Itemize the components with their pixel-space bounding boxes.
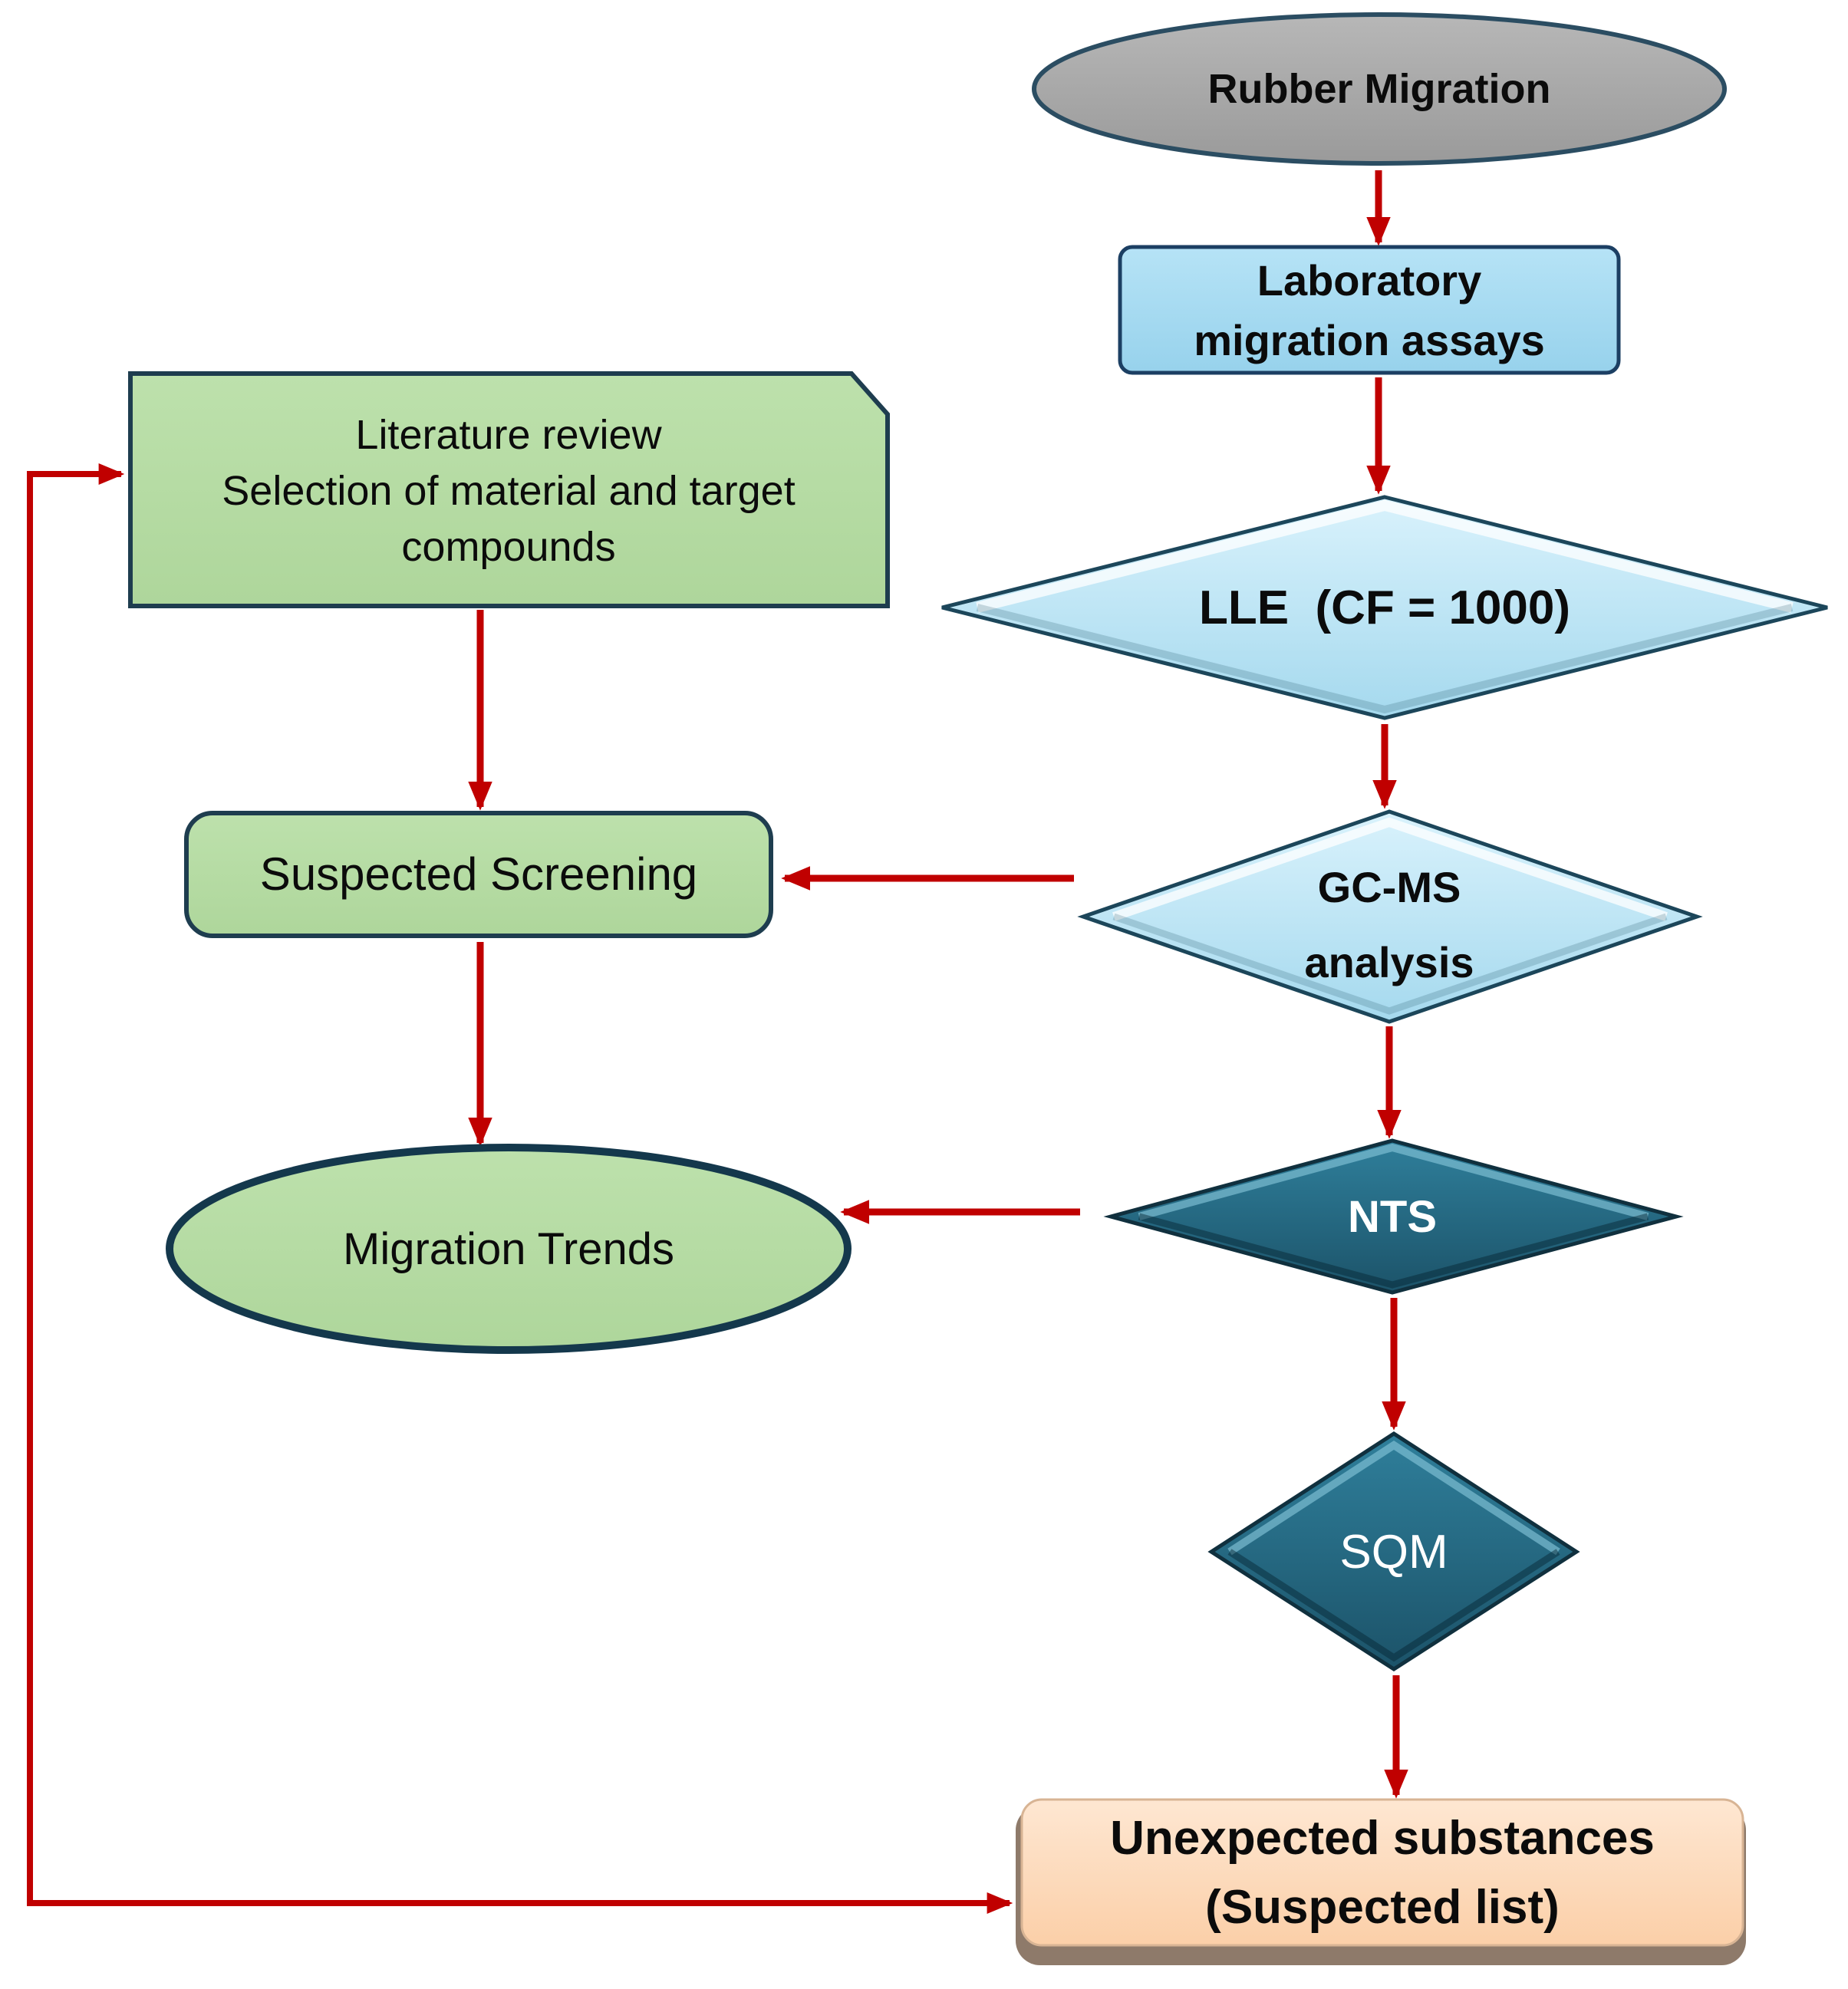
node-literature-review: Literature review Selection of material … (128, 371, 890, 608)
migration-trends-ellipse (166, 1144, 852, 1354)
laboratory-label-line1: Laboratory (1257, 256, 1482, 305)
node-gcms-analysis: GC-MS analysis (1077, 809, 1703, 1024)
nts-label: NTS (1348, 1192, 1437, 1242)
node-unexpected-substances: Unexpected substances (Suspected list) (1016, 1798, 1746, 1965)
nts-diamond (1103, 1138, 1684, 1295)
node-migration-trends: Migration Trends (166, 1144, 852, 1354)
node-lle: LLE (CF = 1000) (941, 495, 1828, 720)
lle-label: LLE (CF = 1000) (1199, 581, 1570, 634)
gcms-bevel-highlight (1112, 817, 1668, 921)
loop-arrow-to-literature (27, 463, 125, 1903)
lle-bevel-highlight (976, 499, 1794, 613)
literature-label-line3: compounds (401, 524, 615, 570)
node-suspected-screening: Suspected Screening (184, 811, 773, 938)
suspected-screening-box (184, 811, 773, 938)
unexpected-box (1020, 1798, 1744, 1947)
laboratory-box (1118, 245, 1621, 375)
nts-bevel-highlight (1138, 1143, 1649, 1220)
lle-diamond (941, 495, 1828, 720)
rubber-migration-label: Rubber Migration (1208, 66, 1551, 112)
suspected-screening-label: Suspected Screening (260, 848, 697, 900)
node-laboratory-migration-assays: Laboratory migration assays (1118, 245, 1621, 375)
sqm-diamond (1207, 1431, 1580, 1671)
gcms-label-line2: analysis (1304, 938, 1474, 986)
sqm-bevel-highlight (1227, 1441, 1560, 1556)
gcms-bevel-shade (1112, 913, 1668, 1015)
gcms-diamond (1077, 809, 1703, 1024)
nts-bevel-shade (1138, 1213, 1649, 1289)
literature-card (128, 371, 890, 608)
node-sqm: SQM (1207, 1431, 1580, 1671)
sqm-label: SQM (1339, 1526, 1448, 1579)
literature-label-line1: Literature review (355, 412, 662, 458)
unexpected-label-line2: (Suspected list) (1205, 1881, 1560, 1934)
sqm-bevel-shade (1227, 1549, 1560, 1662)
lle-bevel-shade (976, 604, 1794, 714)
node-rubber-migration: Rubber Migration (1032, 12, 1727, 166)
literature-label-line2: Selection of material and target (222, 468, 795, 514)
laboratory-label-line2: migration assays (1194, 316, 1545, 364)
gcms-label-line1: GC-MS (1318, 863, 1461, 911)
node-nts: NTS (1103, 1138, 1684, 1295)
migration-trends-label: Migration Trends (343, 1224, 674, 1274)
unexpected-label-line1: Unexpected substances (1110, 1812, 1655, 1865)
rubber-migration-ellipse (1032, 12, 1727, 166)
